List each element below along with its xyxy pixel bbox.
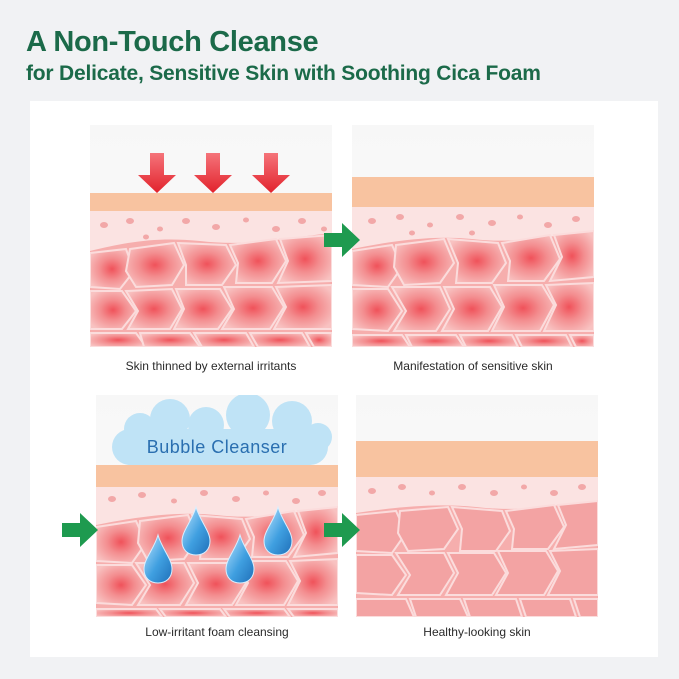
irritant-arrows — [138, 153, 290, 193]
water-droplet-icon — [263, 505, 293, 556]
bubble-cleanser-label: Bubble Cleanser — [146, 437, 288, 457]
skin-panel-sensitive — [352, 125, 594, 347]
panel-caption-healthy: Healthy-looking skin — [423, 625, 531, 639]
dermis-dots — [368, 484, 586, 496]
bubble-cloud-icon — [112, 395, 332, 465]
panel-caption-irritated: Skin thinned by external irritants — [125, 359, 297, 373]
skin-panel-healthy — [356, 395, 598, 617]
green-arrow-icon — [324, 223, 360, 257]
water-droplet-icon — [225, 533, 255, 584]
panel-caption-sensitive: Manifestation of sensitive skin — [393, 359, 553, 373]
dermis-dots — [100, 217, 327, 240]
skin-cells — [90, 233, 332, 347]
dermis-dots — [368, 214, 580, 236]
skin-cells — [352, 229, 594, 347]
irritant-arrow-icon — [252, 153, 290, 193]
water-droplet-icon — [181, 505, 211, 556]
dermis-dots — [108, 490, 326, 504]
illustration-canvas: Bubble Cleanser — [30, 101, 658, 657]
irritant-arrow-icon — [194, 153, 232, 193]
skin-panel-cleansing — [96, 395, 338, 617]
page-subtitle: for Delicate, Sensitive Skin with Soothi… — [26, 62, 541, 85]
panel-caption-cleansing: Low-irritant foam cleansing — [145, 625, 289, 639]
irritant-arrow-icon — [138, 153, 176, 193]
water-droplet-icon — [143, 533, 173, 584]
skin-cells — [96, 505, 338, 617]
skin-cells — [356, 499, 598, 617]
foam-droplets — [143, 505, 293, 584]
green-arrow-icon — [62, 513, 98, 547]
green-arrow-icon — [324, 513, 360, 547]
page-title: A Non-Touch Cleanse — [26, 26, 319, 58]
skin-panel-irritated — [90, 125, 332, 347]
